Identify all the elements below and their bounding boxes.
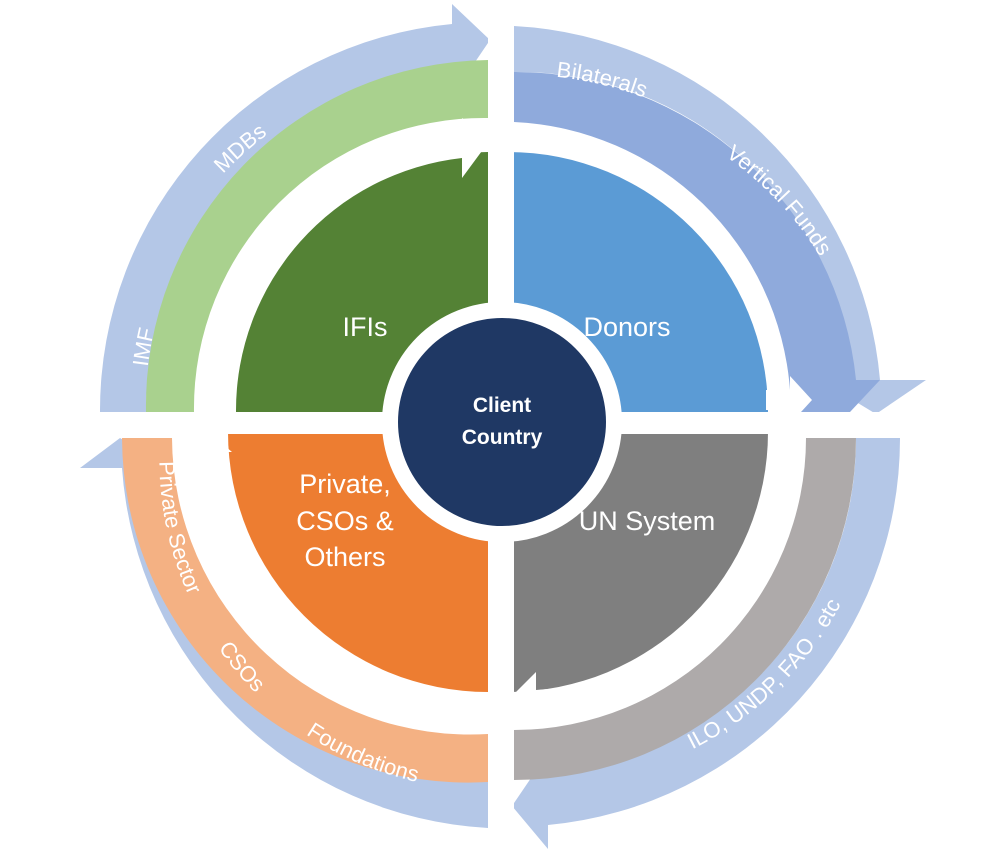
flow-arrow-un-icon bbox=[508, 672, 560, 728]
center-label-line1: Client bbox=[473, 394, 531, 417]
outer-ring bbox=[80, 4, 926, 849]
outer-ring-top-left bbox=[99, 4, 490, 412]
inner-ring bbox=[122, 60, 880, 783]
outer-ring-top-right bbox=[514, 26, 926, 414]
quadrant-label-un: UN System bbox=[579, 506, 716, 536]
quadrant-label-private-line2: CSOs & bbox=[296, 506, 394, 536]
inner-ring-ifis bbox=[145, 60, 488, 412]
inner-ring-un bbox=[514, 438, 856, 780]
center-label-line2: Country bbox=[462, 426, 543, 449]
inner-ring-donors bbox=[514, 71, 880, 412]
quadrant-label-donors: Donors bbox=[583, 312, 670, 342]
flow-arrow-ifis-icon bbox=[213, 118, 491, 412]
outer-ring-bottom-left bbox=[80, 438, 488, 828]
center-circle bbox=[382, 302, 622, 542]
quadrant-label-ifis: IFIs bbox=[343, 312, 388, 342]
outer-ring-bottom-right bbox=[512, 438, 901, 849]
quadrant-label-private-line1: Private, bbox=[299, 469, 391, 499]
inner-ring-private bbox=[122, 438, 488, 783]
quadrant-label-private-line3: Others bbox=[304, 542, 385, 572]
flow-arrow-private-icon bbox=[176, 428, 232, 470]
